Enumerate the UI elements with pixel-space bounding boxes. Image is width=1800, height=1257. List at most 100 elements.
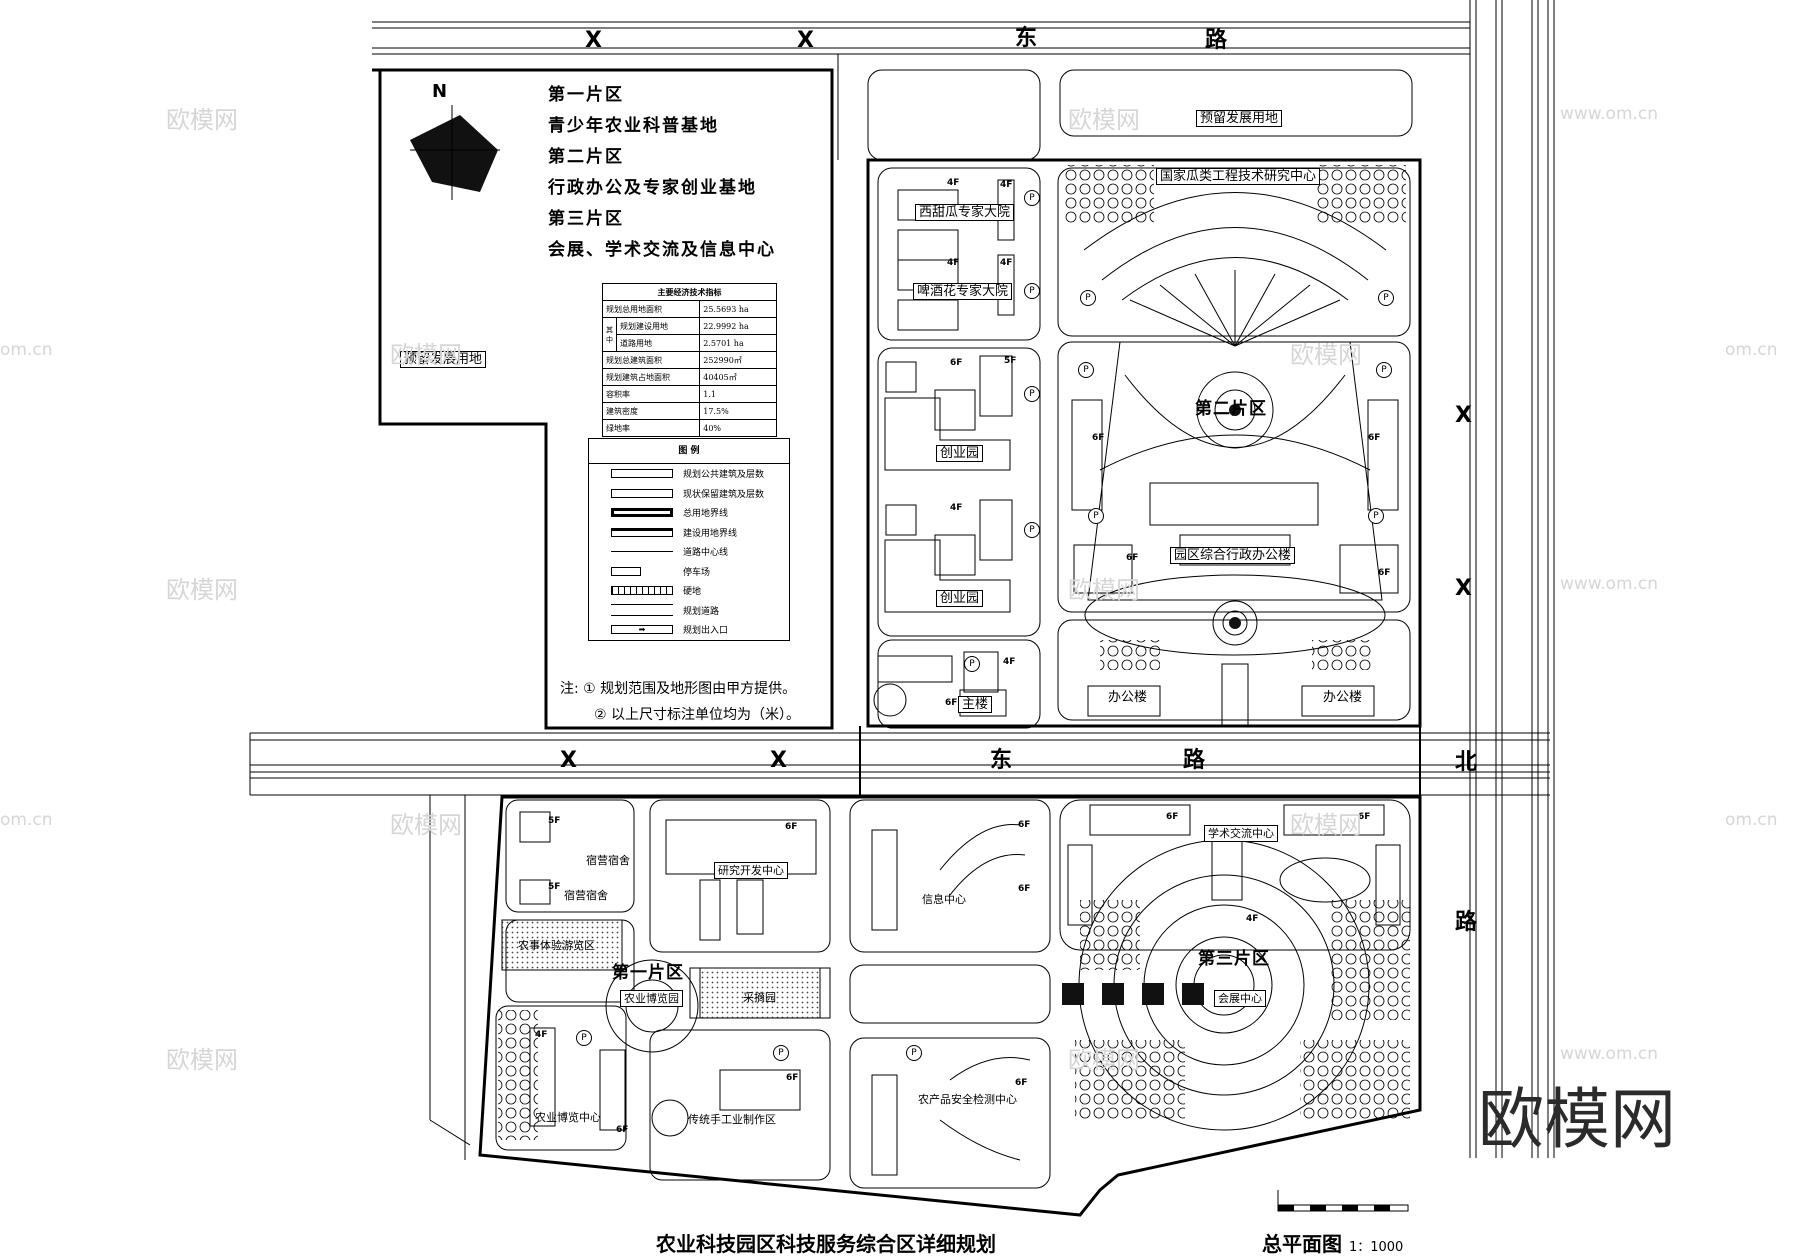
watermark: 欧模网 — [1068, 576, 1140, 604]
parking-marker: P — [906, 1045, 922, 1061]
tech-row-name: 规划总建筑面积 — [601, 351, 701, 369]
floor-tag: 6F — [1126, 553, 1139, 563]
watermark-url: om.cn — [0, 340, 53, 360]
entrance-arrow-icon: ➡ — [611, 625, 673, 635]
parking-marker: P — [1088, 508, 1104, 524]
tech-table-header: 主要经济技术指标 — [602, 283, 777, 301]
legend-item: 硬地 — [589, 581, 789, 601]
watermark: 欧模网 — [1068, 106, 1140, 134]
floor-tag: 4F — [947, 178, 960, 188]
floor-tag: 6F — [1166, 812, 1179, 822]
label-startup-2: 创业园 — [936, 590, 984, 607]
road-label-mid-east: 东 — [990, 748, 1013, 773]
zone2-name: 第二片区 — [548, 147, 624, 167]
public-building-symbol-icon — [611, 469, 673, 479]
floor-tag: 6F — [1018, 884, 1031, 894]
legend-item: 规划公共建筑及层数 — [589, 464, 789, 484]
parking-marker: P — [1080, 290, 1096, 306]
label-agri-show-center: 农业博览中心 — [535, 1111, 601, 1124]
notes: 注: ① 规划范围及地形图由甲方提供。 ② 以上尺寸标注单位均为（米）。 — [560, 676, 800, 728]
zone3-name: 第三片区 — [548, 209, 624, 229]
label-reserve-left: 预留发展用地 — [400, 351, 487, 368]
floor-tag: 4F — [535, 1030, 548, 1040]
legend-item: 现状保留建筑及层数 — [589, 484, 789, 504]
zone2-desc: 行政办公及专家创业基地 — [548, 178, 757, 198]
legend-header: 图 例 — [589, 439, 789, 464]
parking-marker: P — [773, 1045, 789, 1061]
existing-building-symbol-icon — [611, 488, 673, 498]
floor-tag: 6F — [1378, 568, 1391, 578]
watermark: 欧模网 — [1068, 1046, 1140, 1074]
label-rnd-center: 研究开发中心 — [714, 862, 788, 879]
parking-marker: P — [1378, 290, 1394, 306]
parking-marker: P — [1024, 522, 1040, 538]
legend: 图 例 规划公共建筑及层数 现状保留建筑及层数 总用地界线 建设用地界线 道路中… — [588, 438, 790, 641]
floor-tag: 4F — [1003, 657, 1016, 667]
watermark: 欧模网 — [166, 576, 238, 604]
parking-marker: P — [1024, 283, 1040, 299]
tech-row-name: 容积率 — [601, 385, 701, 403]
brand-watermark: 欧模网 — [1478, 1081, 1676, 1158]
watermark: 欧模网 — [166, 1046, 238, 1074]
construction-boundary-symbol-icon — [611, 527, 673, 537]
label-expo-center: 会展中心 — [1214, 990, 1266, 1007]
watermark-url: om.cn — [1725, 810, 1778, 830]
tech-row-value: 22.9992 ha — [699, 317, 777, 335]
floor-tag: 4F — [947, 258, 960, 268]
tech-row-name: 绿地率 — [601, 419, 701, 437]
label-reserve-top: 预留发展用地 — [1196, 110, 1283, 127]
floor-tag: 6F — [1358, 812, 1371, 822]
tech-row-value: 40% — [699, 419, 777, 437]
label-academic-center: 学术交流中心 — [1204, 825, 1278, 842]
road-label-top-x2: X — [797, 28, 814, 53]
legend-item: 规划道路 — [589, 601, 789, 621]
road-label-right-north: 北 — [1455, 750, 1478, 775]
label-agri-exhibit-park: 农业博览园 — [620, 990, 683, 1007]
label-melon-center: 国家瓜类工程技术研究中心 — [1156, 168, 1321, 185]
legend-item: 总用地界线 — [589, 503, 789, 523]
label-picking-garden: 采摘园 — [743, 991, 776, 1004]
tech-row-name: 规划建设用地 — [615, 317, 701, 335]
label-dorm-2: 宿营宿舍 — [564, 889, 608, 902]
floor-tag: 5F — [548, 882, 561, 892]
label-office-1: 办公楼 — [1108, 690, 1148, 705]
road-label-mid-road: 路 — [1183, 748, 1206, 773]
zone1-desc: 青少年农业科普基地 — [548, 116, 719, 136]
label-wine-flower: 啤酒花专家大院 — [913, 283, 1013, 300]
road-label-top-road: 路 — [1205, 28, 1228, 53]
label-farm-experience: 农事体验游览区 — [518, 939, 595, 952]
floor-tag: 6F — [1018, 820, 1031, 830]
watermark-url: www.om.cn — [1560, 574, 1659, 594]
floor-tag: 4F — [1000, 180, 1013, 190]
floor-tag: 6F — [950, 358, 963, 368]
floor-tag: 6F — [786, 1073, 799, 1083]
watermark-url: om.cn — [1725, 340, 1778, 360]
label-startup-1: 创业园 — [936, 445, 984, 462]
tech-row-value: 2.5701 ha — [699, 334, 777, 352]
floor-tag: 5F — [1004, 356, 1017, 366]
tech-row-name: 规划总用地面积 — [601, 300, 701, 318]
planned-road-symbol-icon — [611, 604, 673, 617]
label-admin-office: 园区综合行政办公楼 — [1170, 547, 1296, 564]
watermark-url: om.cn — [0, 810, 53, 830]
road-label-top-x1: X — [585, 28, 602, 53]
parking-symbol-icon — [611, 566, 641, 576]
watermark: 欧模网 — [390, 811, 462, 839]
site-boundary-symbol-icon — [611, 508, 673, 518]
zone1-name: 第一片区 — [548, 85, 624, 105]
parking-marker: P — [1024, 386, 1040, 402]
legend-item: 停车场 — [589, 562, 789, 582]
floor-tag: 6F — [1092, 433, 1105, 443]
road-label-mid-x2: X — [770, 748, 787, 773]
label-zone2: 第二片区 — [1195, 399, 1267, 419]
floor-tag: 6F — [785, 822, 798, 832]
label-safety-test-center: 农产品安全检测中心 — [918, 1093, 1017, 1106]
zone3-desc: 会展、学术交流及信息中心 — [548, 240, 776, 260]
note-1: ① 规划范围及地形图由甲方提供。 — [583, 681, 797, 697]
label-zone3: 第三片区 — [1198, 949, 1270, 969]
floor-tag: 6F — [945, 698, 958, 708]
floor-tag: 6F — [616, 1125, 629, 1135]
floor-tag: 4F — [1246, 914, 1259, 924]
road-label-right-road: 路 — [1455, 910, 1478, 935]
